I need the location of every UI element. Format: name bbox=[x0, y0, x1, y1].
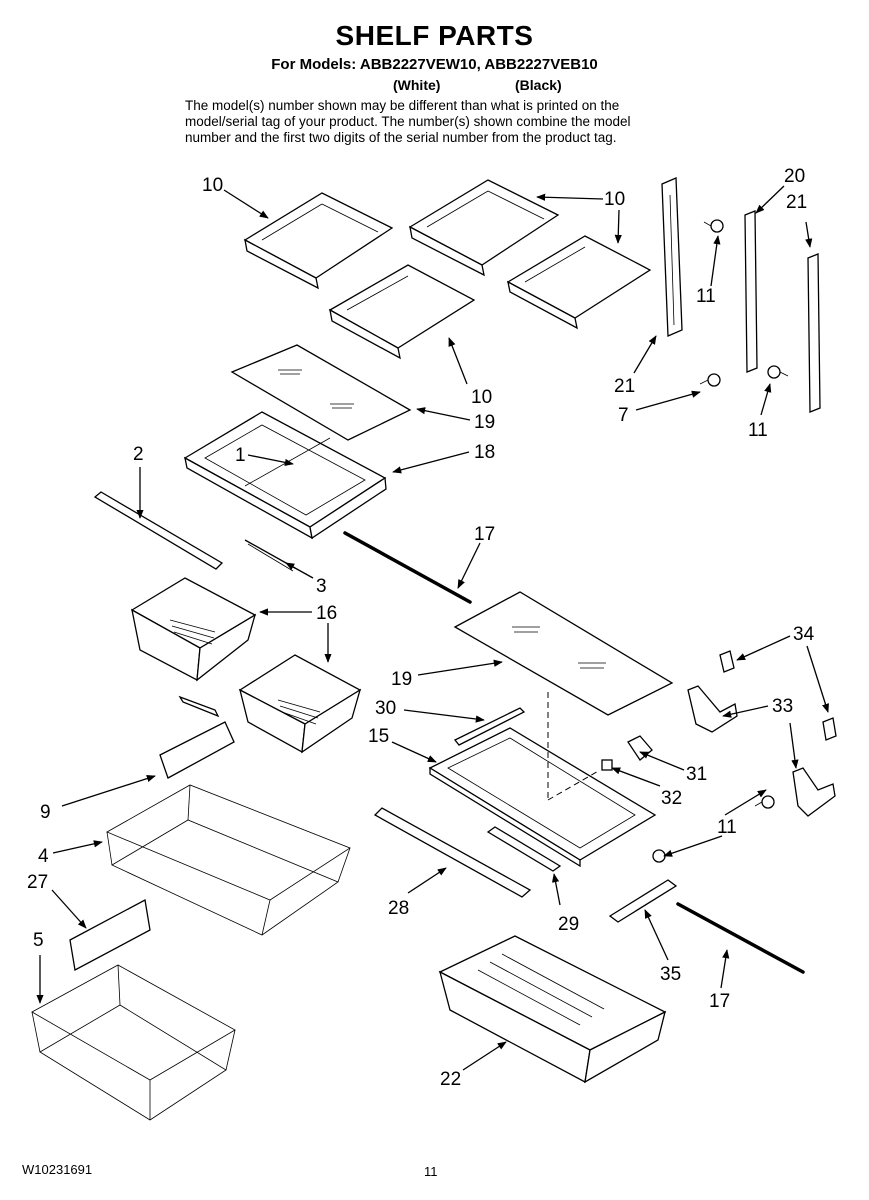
callout-label: 15 bbox=[368, 726, 389, 747]
callout-label: 17 bbox=[474, 524, 495, 545]
slide-part-30 bbox=[453, 707, 526, 746]
glass-marks bbox=[278, 369, 354, 409]
model-note-line: number and the first two digits of the s… bbox=[185, 130, 617, 145]
clip-32 bbox=[601, 759, 613, 771]
callout-label: 10 bbox=[471, 387, 492, 408]
screw-part bbox=[703, 219, 724, 233]
callout-label: 28 bbox=[388, 898, 409, 919]
clip-34-upper bbox=[719, 650, 735, 673]
callout-label: 11 bbox=[717, 817, 737, 838]
basket-divider-27 bbox=[69, 899, 151, 971]
shelf-support-left bbox=[687, 685, 738, 733]
callout-label: 10 bbox=[202, 175, 223, 196]
callout-label: 33 bbox=[772, 696, 793, 717]
callout-label: 10 bbox=[604, 189, 625, 210]
wire-basket-upper bbox=[106, 784, 351, 936]
callout-label: 2 bbox=[133, 444, 144, 465]
clip-34-lower bbox=[822, 717, 837, 741]
shelf-rail-right bbox=[807, 253, 821, 413]
page-number: 11 bbox=[424, 1164, 438, 1179]
callout-label: 16 bbox=[316, 603, 337, 624]
callout-label: 21 bbox=[786, 192, 807, 213]
crisper-drawer-right bbox=[238, 654, 362, 754]
callout-label: 32 bbox=[661, 788, 682, 809]
callout-label: 11 bbox=[748, 420, 768, 441]
door-shelf-mid-right bbox=[506, 235, 652, 330]
shelf-rail-middle bbox=[744, 210, 758, 373]
shelf-rail-left bbox=[661, 177, 683, 337]
glass-shelf-upper bbox=[230, 344, 412, 441]
callout-label: 1 bbox=[235, 445, 246, 466]
callout-label: 3 bbox=[316, 576, 327, 597]
trim-strip-2 bbox=[93, 491, 224, 570]
variant-white: (White) bbox=[393, 77, 441, 93]
callout-label: 4 bbox=[38, 846, 49, 867]
callout-label: 9 bbox=[40, 802, 51, 823]
callout-label: 5 bbox=[33, 930, 44, 951]
dashed-guide bbox=[547, 769, 601, 801]
callout-label: 17 bbox=[709, 991, 730, 1012]
screw-part bbox=[767, 365, 789, 379]
retainer-part-3 bbox=[244, 539, 296, 572]
callout-label: 21 bbox=[614, 376, 635, 397]
screw-part bbox=[699, 373, 721, 387]
callout-label: 29 bbox=[558, 914, 579, 935]
callout-label: 30 bbox=[375, 698, 396, 719]
screw-part bbox=[754, 795, 775, 809]
callout-label: 19 bbox=[474, 412, 495, 433]
leader-lines bbox=[36, 185, 829, 1071]
guide-35 bbox=[608, 879, 678, 923]
model-note-line: model/serial tag of your product. The nu… bbox=[185, 114, 631, 129]
page-title: SHELF PARTS bbox=[335, 20, 534, 51]
crisper-cover-frame bbox=[183, 411, 387, 540]
divider-rod-upper bbox=[343, 531, 472, 604]
door-shelf-upper-left bbox=[243, 192, 394, 290]
wire-basket-lower bbox=[31, 964, 236, 1121]
cover-part-29 bbox=[486, 826, 562, 872]
model-note: The model(s) number shown may be differe… bbox=[185, 98, 705, 146]
door-shelf-mid-left bbox=[328, 264, 476, 360]
document-number: W10231691 bbox=[22, 1162, 93, 1177]
screw-part bbox=[652, 849, 666, 863]
crisper-drawer-left bbox=[130, 577, 257, 682]
callout-label: 11 bbox=[696, 286, 716, 307]
callout-label: 27 bbox=[27, 872, 48, 893]
bracket-31 bbox=[627, 735, 653, 761]
crisper-door-9 bbox=[159, 695, 235, 779]
door-shelf-upper-right bbox=[408, 179, 560, 277]
callout-label: 22 bbox=[440, 1069, 461, 1090]
model-note-line: The model(s) number shown may be differe… bbox=[185, 98, 620, 113]
callout-label: 35 bbox=[660, 964, 681, 985]
models-line: For Models: ABB2227VEW10, ABB2227VEB10 bbox=[271, 56, 598, 73]
shelf-frame-15 bbox=[428, 727, 657, 868]
glass-shelf-lower bbox=[453, 591, 674, 716]
callout-label: 31 bbox=[686, 764, 707, 785]
callout-label: 18 bbox=[474, 442, 495, 463]
glass-marks bbox=[512, 626, 606, 669]
callout-label: 19 bbox=[391, 669, 412, 690]
callout-label: 7 bbox=[618, 405, 629, 426]
callout-label: 20 bbox=[784, 166, 805, 187]
shelf-support-right bbox=[792, 767, 836, 817]
divider-rod-lower bbox=[676, 902, 805, 974]
deli-pan-22 bbox=[438, 935, 667, 1084]
variant-black: (Black) bbox=[515, 77, 562, 93]
callout-label: 34 bbox=[793, 624, 815, 645]
trim-strip-28 bbox=[373, 807, 532, 898]
